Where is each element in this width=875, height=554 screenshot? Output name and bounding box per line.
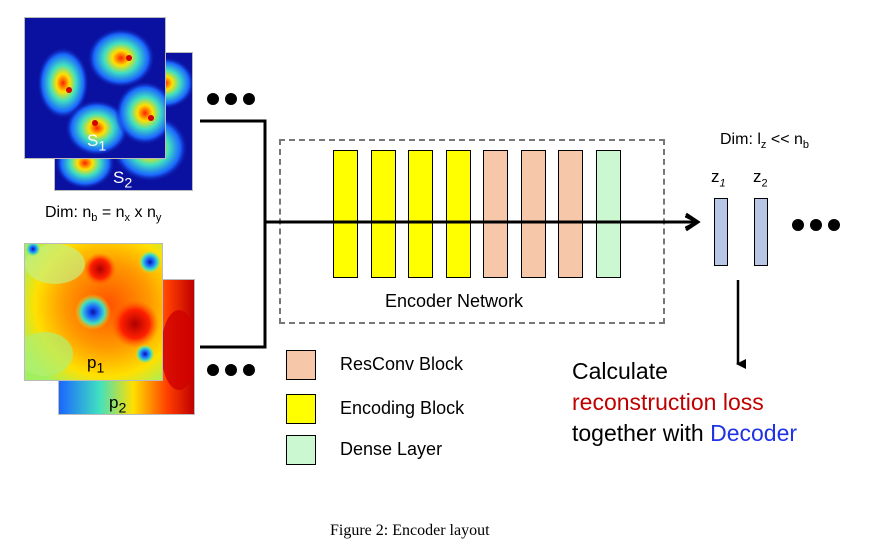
more-latent-ellipsis [792, 218, 846, 234]
encoding-block [408, 150, 433, 278]
encoding-block [445, 150, 471, 278]
p2-label: p2 [109, 393, 127, 415]
legend-label-encoding: Encoding Block [340, 398, 465, 418]
legend-swatch-dense [286, 435, 316, 465]
legend-label-dense: Dense Layer [340, 439, 443, 459]
z2-label: z2 [753, 167, 768, 190]
saturation-map-s1: S1 [24, 17, 166, 159]
dense-block [595, 150, 621, 278]
resconv-block [483, 150, 508, 278]
s1-label: S1 [87, 131, 107, 155]
encoder-network-label: Encoder Network [385, 291, 524, 311]
s2-label: S2 [113, 168, 133, 191]
pressure-map-p1: p1 [24, 243, 163, 381]
encoder-network-box [279, 139, 665, 324]
legend-swatch-encoding [286, 394, 316, 424]
encoding-block [333, 150, 358, 278]
latent-dimension-label: Dim: lz << nb [720, 131, 810, 152]
figure-caption: Figure 2: Encoder layout [330, 522, 490, 539]
encoding-block [370, 150, 396, 278]
calc-line-1: Calculate [572, 358, 668, 384]
latent-vector-z1 [714, 198, 728, 266]
calc-line-2: reconstruction loss [572, 389, 764, 415]
resconv-block [558, 150, 583, 278]
resconv-block [520, 150, 546, 278]
p1-label: p1 [87, 353, 105, 377]
legend-label-resconv: ResConv Block [340, 354, 464, 374]
latent-vector-z2 [754, 198, 768, 266]
input-dimension-label: Dim: nb = nx x ny [45, 204, 162, 225]
legend-swatch-resconv [286, 350, 316, 380]
calc-line-3: together with Decoder [572, 420, 798, 446]
decoder-text: Decoder [710, 420, 798, 446]
more-inputs-bottom-ellipsis [207, 363, 261, 379]
z1-label: z1 [711, 167, 726, 190]
more-inputs-top-ellipsis [207, 92, 261, 108]
reconstruction-loss-note: Calculate reconstruction loss together w… [572, 356, 797, 449]
